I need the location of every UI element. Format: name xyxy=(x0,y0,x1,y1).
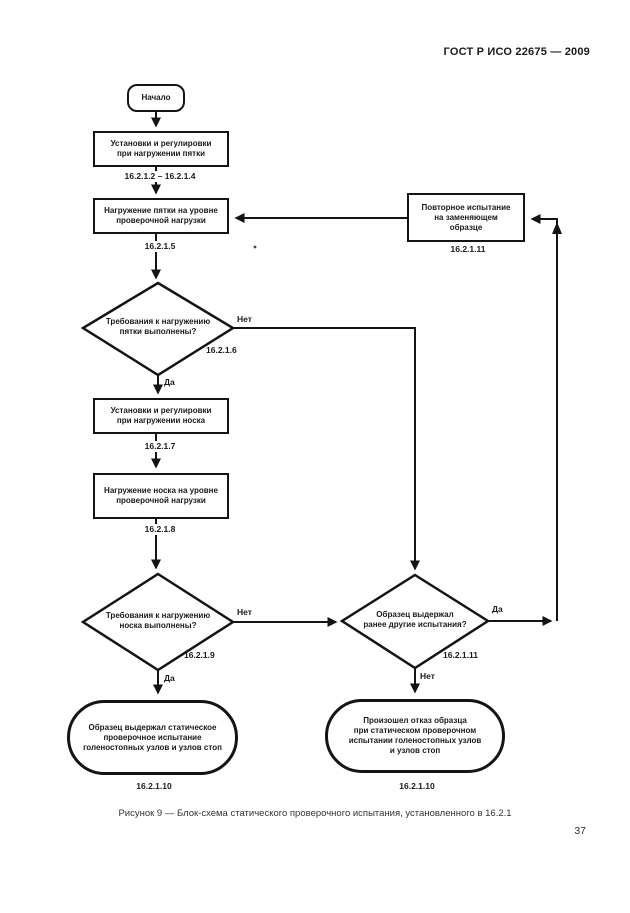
process-text: Нагружение пятки на уровне xyxy=(104,206,218,215)
process-text: при нагружении пятки xyxy=(116,149,206,158)
decision-text: Требования к нагружению xyxy=(105,317,211,326)
ref-load-toe: 16.2.1.8 xyxy=(98,524,222,535)
terminal-fail: Произошел отказ образца при статическом … xyxy=(325,699,505,773)
decision-heel-text: Требования к нагружению пятки выполнены? xyxy=(93,317,223,337)
terminal-text: испытании голеностопных узлов xyxy=(348,736,482,745)
ref-decision-toe: 16.2.1.9 xyxy=(184,650,215,660)
process-text: на заменяющем xyxy=(434,212,498,222)
branch-yes-heel: Да xyxy=(164,377,175,387)
start-node: Начало xyxy=(127,84,185,112)
process-repeat-test: Повторное испытание на заменяющем образц… xyxy=(407,193,525,242)
process-text: при нагружении носка xyxy=(116,416,206,425)
branch-no-toe: Нет xyxy=(237,607,252,617)
standard-number: ГОСТ Р ИСО 22675 — 2009 xyxy=(443,46,590,58)
process-text: проверочной нагрузки xyxy=(116,216,206,225)
process-text: Установки и регулировки xyxy=(110,406,212,415)
up-arrowhead xyxy=(552,222,562,234)
terminal-text: проверочное испытание xyxy=(103,732,202,742)
decision-prior-text: Образец выдержал ранее другие испытания? xyxy=(350,610,480,630)
process-setup-heel: Установки и регулировки при нагружении п… xyxy=(93,131,229,167)
decision-heel-diamond xyxy=(80,281,236,377)
terminal-text: голеностопных узлов и узлов стоп xyxy=(83,742,222,752)
ref-setup-heel: 16.2.1.2 – 16.2.1.4 xyxy=(98,171,222,182)
figure-caption: Рисунок 9 — Блок-схема статического пров… xyxy=(118,808,512,819)
terminal-text: Произошел отказ образца xyxy=(363,716,467,725)
ref-decision-prior: 16.2.1.11 xyxy=(443,650,478,660)
decision-text: носка выполнены? xyxy=(119,621,197,630)
process-load-heel: Нагружение пятки на уровне проверочной н… xyxy=(93,198,229,234)
decision-text: пятки выполнены? xyxy=(119,327,197,336)
page-number: 37 xyxy=(574,825,586,837)
terminal-text: Образец выдержал статическое xyxy=(88,722,217,732)
process-text: Нагружение носка на уровне xyxy=(104,486,218,495)
process-text: образце xyxy=(449,222,483,232)
branch-no-heel: Нет xyxy=(237,314,252,324)
process-setup-toe: Установки и регулировки при нагружении н… xyxy=(93,398,229,434)
ref-decision-heel: 16.2.1.6 xyxy=(206,345,237,355)
branch-yes-toe: Да xyxy=(164,673,175,683)
process-text: проверочной нагрузки xyxy=(116,496,206,505)
decision-text: Образец выдержал xyxy=(376,610,454,619)
ref-terminal-pass: 16.2.1.10 xyxy=(92,781,216,792)
process-load-toe: Нагружение носка на уровне проверочной н… xyxy=(93,473,229,519)
branch-no-prior: Нет xyxy=(420,671,435,681)
ref-setup-toe: 16.2.1.7 xyxy=(98,441,222,452)
process-text: Повторное испытание xyxy=(421,202,511,212)
decision-toe-text: Требования к нагружению носка выполнены? xyxy=(93,611,223,631)
ref-terminal-fail: 16.2.1.10 xyxy=(355,781,479,792)
terminal-text: при статическом проверочном xyxy=(353,726,477,735)
decision-prior-diamond xyxy=(339,573,491,670)
decision-text: Требования к нагружению xyxy=(105,611,211,620)
branch-yes-prior: Да xyxy=(492,604,503,614)
ref-repeat-test: 16.2.1.11 xyxy=(406,244,530,255)
decision-toe-diamond xyxy=(80,572,236,672)
decision-text: ранее другие испытания? xyxy=(363,620,467,629)
process-text: Установки и регулировки xyxy=(110,139,212,148)
print-speck xyxy=(253,245,257,249)
ref-load-heel: 16.2.1.5 xyxy=(98,241,222,252)
terminal-text: и узлов стоп xyxy=(389,746,441,755)
start-label: Начало xyxy=(141,93,171,102)
terminal-pass: Образец выдержал статическое проверочное… xyxy=(67,700,238,775)
